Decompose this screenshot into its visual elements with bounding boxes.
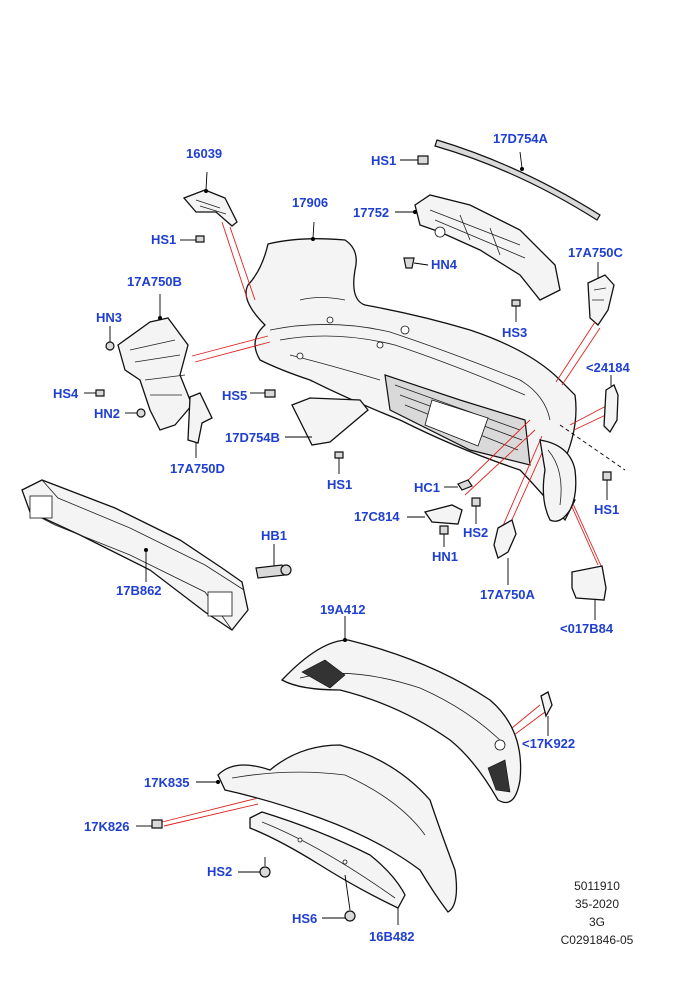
trim-strip-17D754A — [434, 139, 601, 221]
end-cap-right — [539, 439, 577, 522]
reference-date: 35-2020 — [574, 897, 620, 911]
label-HS6: HS6 — [292, 911, 318, 926]
label-24184: <24184 — [586, 360, 630, 375]
bracket-16039 — [180, 171, 238, 243]
label-17A750A: 17A750A — [480, 587, 535, 602]
diffuser-17K835 — [196, 744, 458, 913]
label-17A750C: 17A750C — [568, 245, 623, 260]
bracket-17A750C — [587, 262, 615, 326]
screw-HS6 — [322, 874, 356, 922]
label-HS1-top: HS1 — [371, 153, 397, 168]
valance-19A412 — [280, 616, 522, 804]
label-17D754A: 17D754A — [493, 131, 548, 146]
bracket-24184 — [559, 375, 626, 471]
clip-17K922 — [540, 691, 553, 736]
bracket-17C814 — [407, 504, 463, 525]
screw-HS1-top — [400, 155, 429, 165]
label-HN1: HN1 — [432, 549, 459, 564]
screw-HS1-right — [602, 471, 612, 500]
label-17K826: 17K826 — [84, 819, 130, 834]
label-HN3: HN3 — [96, 310, 123, 325]
reference-number: 5011910 — [574, 879, 620, 893]
label-16B482: 16B482 — [369, 929, 415, 944]
reinforcement-17752 — [395, 194, 561, 301]
bracket-17A750D — [187, 392, 213, 458]
bracket-17A750B — [117, 294, 193, 431]
label-HS1-left: HS1 — [151, 232, 177, 247]
reference-drawing-id: C0291846-05 — [560, 933, 634, 947]
label-HB1: HB1 — [261, 528, 288, 543]
screw-HS2-mid — [471, 497, 481, 524]
clip-HC1 — [444, 479, 473, 491]
panel-17D754B — [285, 397, 369, 474]
nut-HN2 — [125, 408, 146, 418]
red-leader-lines — [161, 221, 613, 827]
bracket-17A750A — [493, 519, 517, 585]
bumper-cover-17906 — [245, 221, 577, 522]
label-17K922: <17K922 — [522, 736, 576, 751]
nut-HN3 — [105, 326, 115, 351]
label-17B862: 17B862 — [116, 583, 162, 598]
label-HS2-bottom: HS2 — [207, 864, 233, 879]
clip-17K826 — [136, 819, 163, 829]
label-HS4: HS4 — [53, 386, 79, 401]
patch-017B84 — [571, 565, 607, 620]
label-HC1: HC1 — [414, 480, 441, 495]
screw-HS2-bottom — [238, 857, 271, 878]
label-HS1-center: HS1 — [327, 477, 353, 492]
screw-HS4 — [84, 389, 105, 397]
label-17K835: 17K835 — [144, 775, 190, 790]
label-19A412: 19A412 — [320, 602, 366, 617]
label-17906: 17906 — [292, 195, 329, 210]
label-HS2-mid: HS2 — [463, 525, 489, 540]
nut-HN1 — [439, 525, 449, 547]
label-HS5: HS5 — [222, 388, 248, 403]
bolt-HB1 — [255, 544, 292, 579]
label-17A750D: 17A750D — [170, 461, 225, 476]
reference-code: 3G — [588, 915, 605, 929]
label-HN4: HN4 — [431, 257, 458, 272]
label-HS3: HS3 — [502, 325, 528, 340]
skid-plate-16B482 — [249, 811, 406, 925]
screw-HS5 — [250, 389, 276, 398]
label-17C814: 17C814 — [354, 509, 400, 524]
label-17A750B: 17A750B — [127, 274, 182, 289]
label-017B84: <017B84 — [560, 621, 614, 636]
label-16039: 16039 — [186, 146, 223, 161]
label-HN2: HN2 — [94, 406, 121, 421]
screw-HS3 — [511, 299, 521, 322]
label-17D754B: 17D754B — [225, 430, 280, 445]
label-HS1-right: HS1 — [594, 502, 620, 517]
label-17752: 17752 — [353, 205, 390, 220]
beam-17B862 — [21, 479, 249, 631]
